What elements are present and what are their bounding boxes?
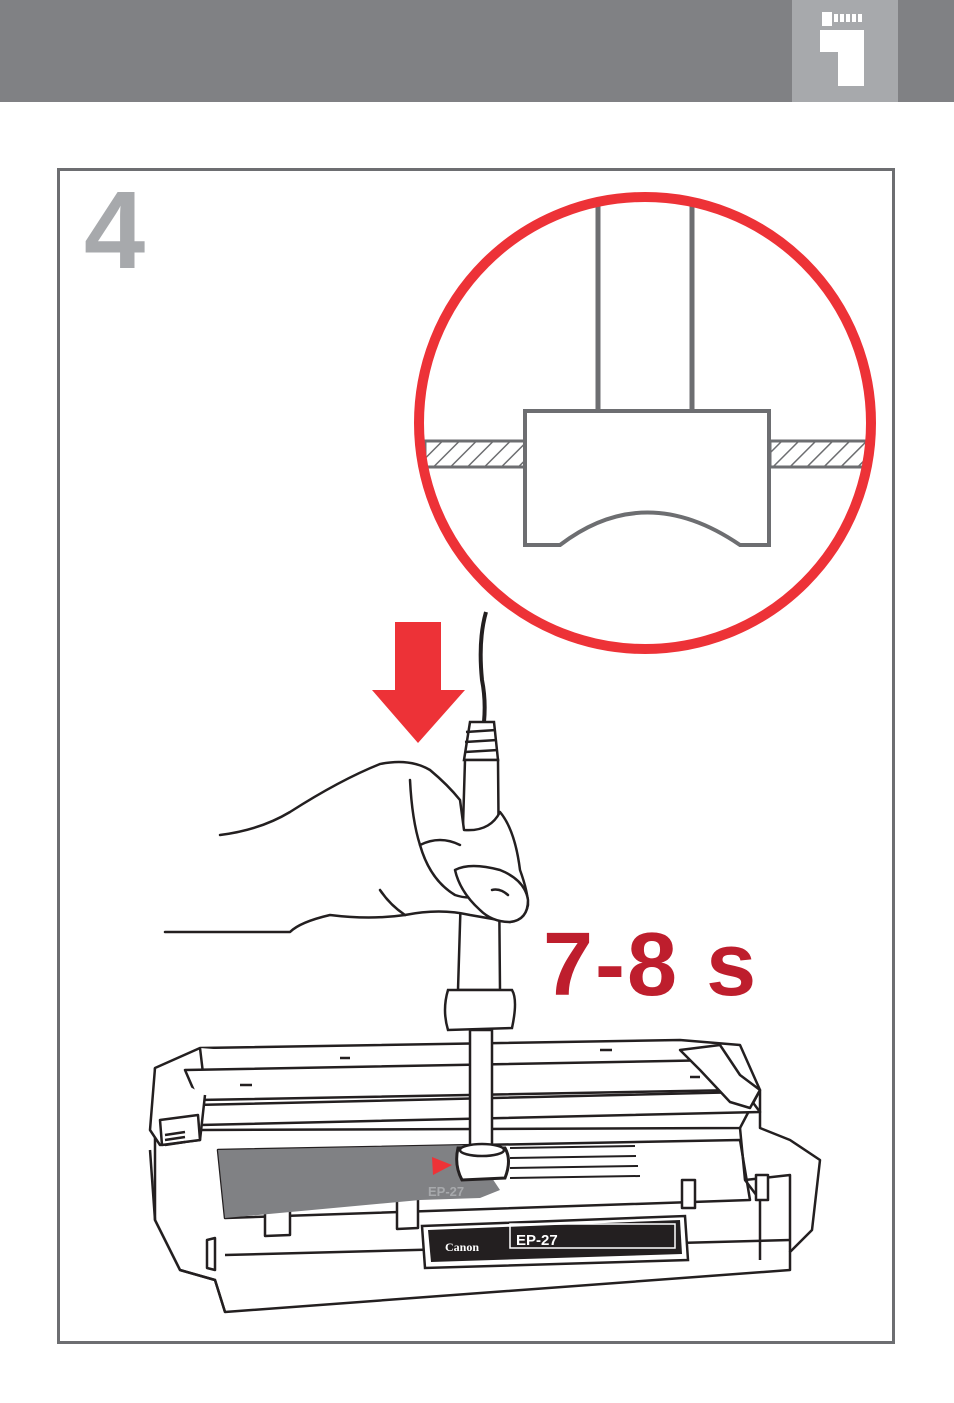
model-label: EP-27 (516, 1232, 558, 1249)
down-arrow-icon (372, 622, 465, 743)
duration-label: 7-8 s (543, 920, 758, 1010)
detail-circle (419, 195, 871, 650)
nameplate: Canon EP-27 (422, 1216, 688, 1268)
brand-logo: Canon (445, 1240, 479, 1254)
chip-label: EP-27 (428, 1184, 464, 1199)
